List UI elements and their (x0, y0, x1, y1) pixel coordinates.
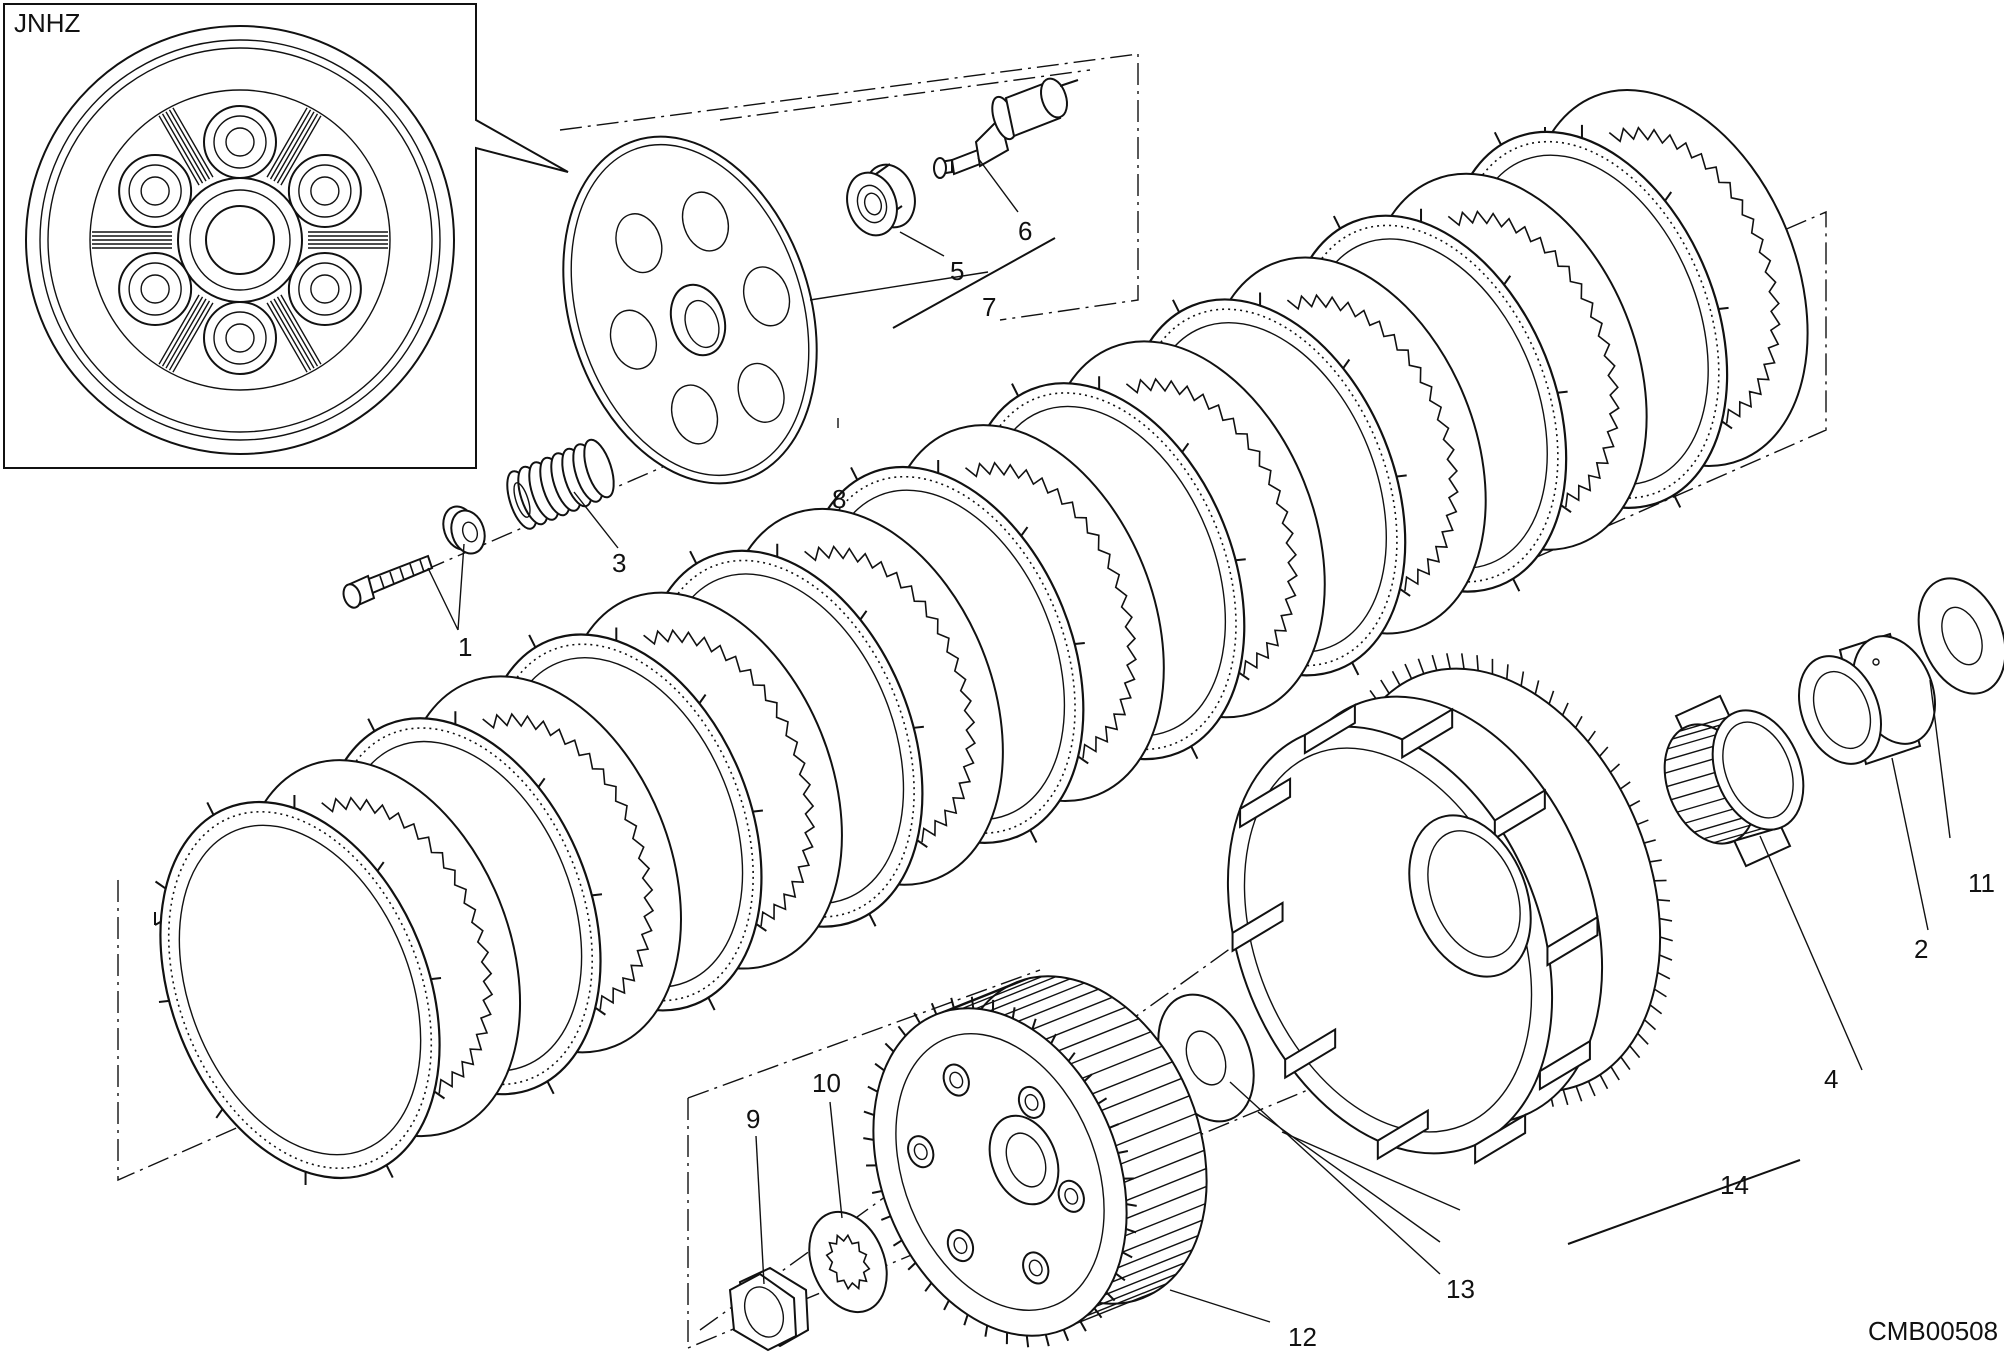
callout-12: 12 (1288, 1322, 1317, 1352)
clutch-plate (154, 795, 446, 1185)
callout-13: 13 (1446, 1274, 1475, 1304)
pressure-plate-front-view (25, 25, 455, 455)
callout-14: 14 (1720, 1170, 1749, 1200)
inset-label: JNHZ (14, 8, 81, 38)
clutch-spring (506, 438, 615, 530)
inset-detail: JNHZ (3, 3, 569, 469)
spring-bolt (342, 554, 434, 609)
callout-10: 10 (812, 1068, 841, 1098)
leader-lines (427, 157, 1951, 1323)
callout-1: 1 (458, 632, 472, 662)
callout-2: 2 (1914, 934, 1928, 964)
outer-washer (1917, 577, 2004, 695)
callout-5: 5 (950, 256, 964, 286)
clutch-plate-stack (154, 89, 1809, 1185)
clutch-hub (863, 975, 1208, 1348)
callout-3: 3 (612, 548, 626, 578)
drawing-code: CMB00508 (1868, 1316, 1998, 1346)
push-rod (933, 77, 1079, 179)
callout-labels: 1 2 3 4 5 6 7 8 9 10 11 12 13 14 (458, 216, 1995, 1352)
hub-nut (728, 1266, 810, 1352)
clutch-housing (1226, 653, 1673, 1165)
spring-cup (442, 505, 486, 555)
housing-bushing (1797, 632, 1937, 766)
callout-9: 9 (746, 1104, 760, 1134)
callout-7: 7 (982, 292, 996, 322)
release-bearing (846, 163, 916, 237)
callout-8: 8 (832, 484, 846, 514)
needle-bearing (1663, 694, 1805, 868)
callout-11: 11 (1968, 868, 1995, 898)
assembly-boundaries (117, 53, 1827, 1350)
callout-6: 6 (1018, 216, 1032, 246)
lock-washer (808, 1210, 888, 1314)
pressure-plate (562, 135, 818, 485)
callout-4: 4 (1824, 1064, 1838, 1094)
